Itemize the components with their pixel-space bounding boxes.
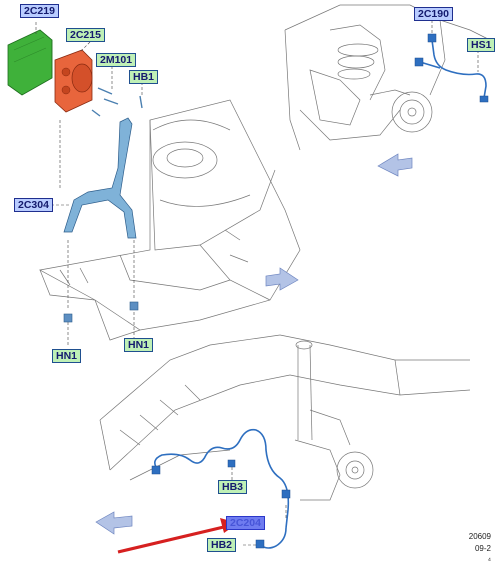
rear-structure bbox=[99, 334, 471, 501]
callout-2C190: 2C190 bbox=[414, 7, 453, 21]
front-direction-arrow-icon bbox=[265, 267, 299, 291]
callout-HN1-left: HN1 bbox=[52, 349, 82, 363]
front-wheel-speed-sensor-harness bbox=[419, 39, 487, 99]
figure-reference-suffix: ⁴ bbox=[487, 556, 491, 565]
abs-module-icon bbox=[7, 29, 53, 96]
fasteners bbox=[91, 87, 143, 117]
callout-2C204: 2C204 bbox=[226, 516, 265, 530]
callout-HB3: HB3 bbox=[218, 480, 248, 494]
callout-HS1: HS1 bbox=[467, 38, 495, 52]
leader-lines-top bbox=[35, 22, 143, 346]
callout-HB1: HB1 bbox=[129, 70, 159, 84]
strut-tower-structure bbox=[38, 99, 301, 341]
callout-2C215: 2C215 bbox=[66, 28, 105, 42]
front-direction-arrow-icon bbox=[377, 153, 413, 177]
rear-wheel-speed-sensor-harness bbox=[154, 428, 290, 549]
figure-reference-date: 09-2 bbox=[474, 544, 491, 553]
front-suspension-structure bbox=[284, 4, 491, 151]
front-direction-arrow-icon bbox=[95, 511, 133, 535]
callout-HN1-right: HN1 bbox=[124, 338, 154, 352]
callout-2C304: 2C304 bbox=[14, 198, 53, 212]
hydraulic-unit-icon bbox=[54, 49, 93, 113]
bracket-nuts bbox=[63, 301, 139, 323]
callout-2M101: 2M101 bbox=[96, 53, 137, 67]
figure-reference-number: 20609 bbox=[468, 532, 491, 541]
callout-HB2: HB2 bbox=[207, 538, 237, 552]
callout-2C219: 2C219 bbox=[20, 4, 59, 18]
module-bracket-icon bbox=[63, 117, 137, 239]
